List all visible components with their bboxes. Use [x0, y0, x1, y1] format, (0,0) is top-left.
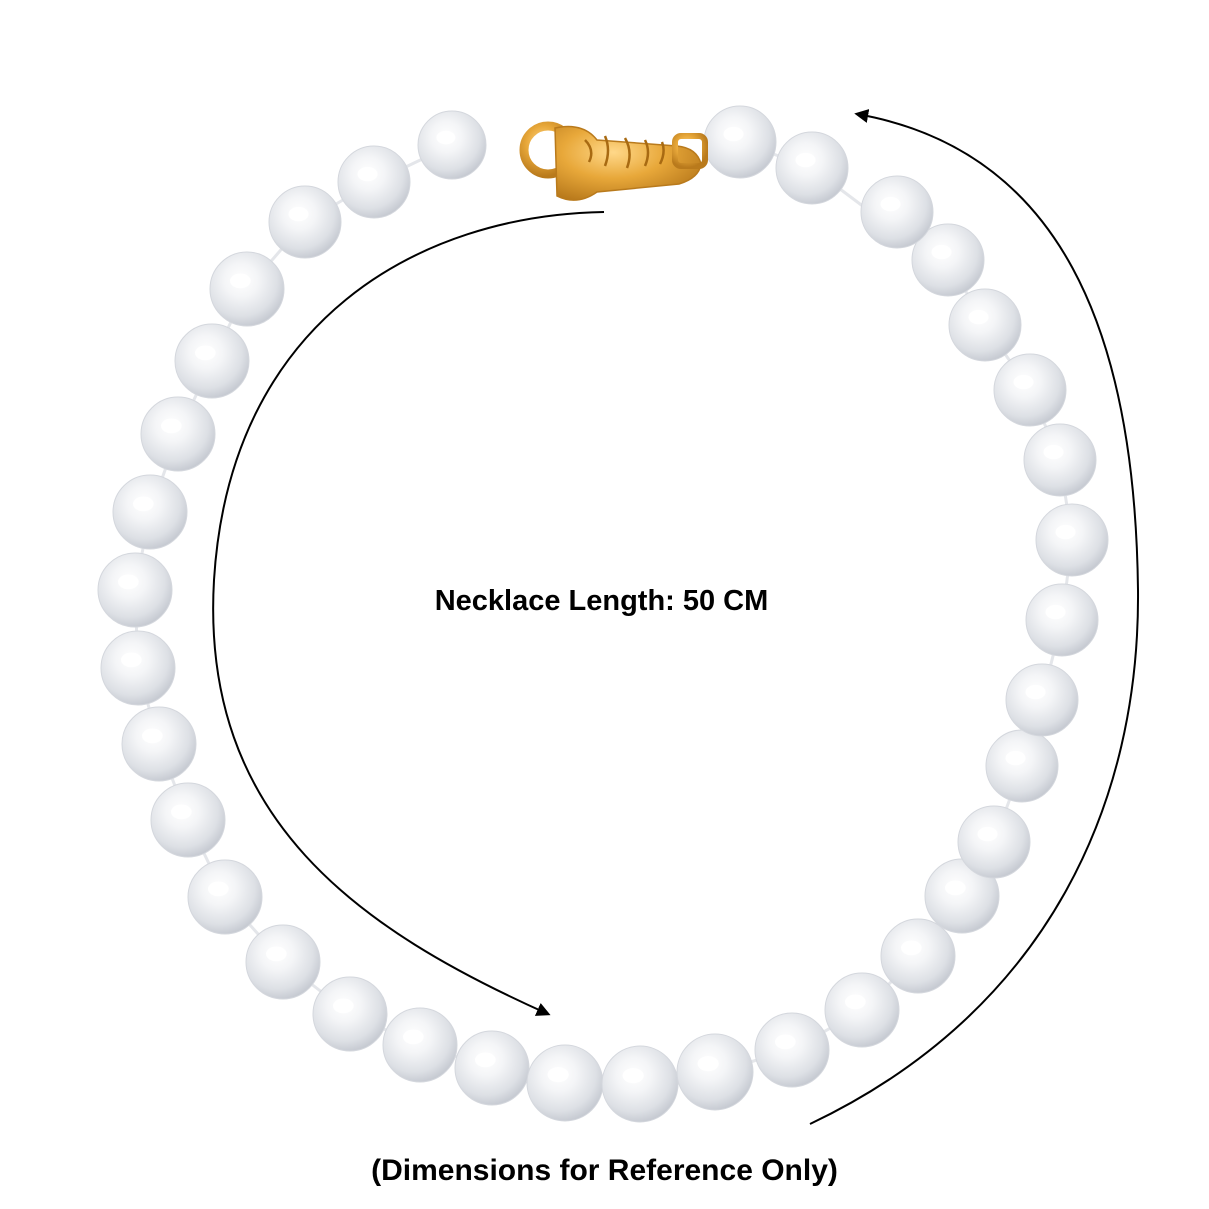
pearl-bead-icon [245, 924, 321, 1000]
pearl-bead-icon [601, 1045, 679, 1123]
dimensions-disclaimer: (Dimensions for Reference Only) [371, 1154, 838, 1187]
pearl-bead-icon [911, 223, 985, 297]
pearl-bead-icon [676, 1033, 754, 1111]
necklace-length-label: Necklace Length: 50 CM [434, 585, 769, 617]
pearl-bead-icon [209, 251, 285, 327]
pearl-bead-icon [100, 630, 176, 706]
pearl-bead-icon [860, 175, 934, 249]
pearl-bead-icon [824, 972, 900, 1048]
pearl-bead-icon [417, 110, 487, 180]
pearl-bead-icon [174, 323, 250, 399]
pearl-bead-icon [993, 353, 1067, 427]
pearl-bead-icon [337, 145, 411, 219]
gold-clasp-icon [519, 121, 708, 201]
pearl-bead-icon [1035, 503, 1109, 577]
pearl-bead-icon [985, 729, 1059, 803]
pearl-bead-icon [187, 859, 263, 935]
pearl-bead-icon [97, 552, 173, 628]
length-arrow-left [212, 211, 605, 1016]
pearl-bead-icon [957, 805, 1031, 879]
pearl-bead-icon [121, 706, 197, 782]
pearl-bead-icon [948, 288, 1022, 362]
pearl-bead-icon [526, 1044, 604, 1122]
pearl-bead-icon [268, 185, 342, 259]
pearl-bead-icon [312, 976, 388, 1052]
pearl-bead-icon [112, 474, 188, 550]
pearl-strand [97, 105, 1109, 1123]
pearl-bead-icon [454, 1030, 530, 1106]
pearl-bead-icon [150, 782, 226, 858]
pearl-bead-icon [140, 396, 216, 472]
pearl-bead-icon [880, 918, 956, 994]
pearl-bead-icon [1005, 663, 1079, 737]
pearl-bead-icon [924, 858, 1000, 934]
pearl-bead-icon [1025, 583, 1099, 657]
pearl-bead-icon [775, 131, 849, 205]
pearl-bead-icon [1023, 423, 1097, 497]
pearl-bead-icon [382, 1007, 458, 1083]
pearl-bead-icon [754, 1012, 830, 1088]
pearl-bead-icon [703, 105, 777, 179]
length-arrow-right [809, 109, 1140, 1125]
